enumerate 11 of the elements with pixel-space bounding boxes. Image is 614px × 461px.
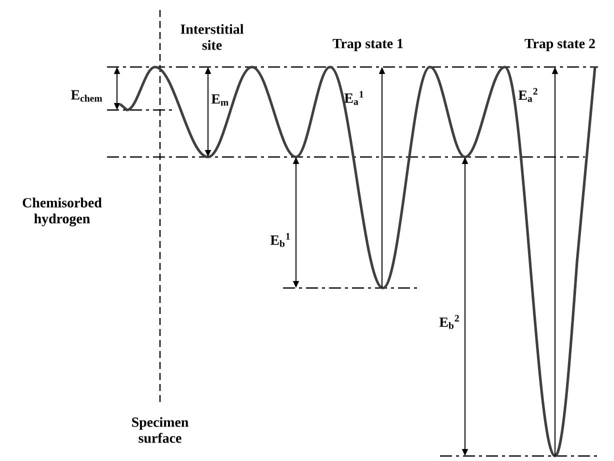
energy-label: E$_{chem}$	[71, 90, 102, 102]
site-label: Interstitial site	[180, 24, 244, 50]
site-label: Trap state 2	[524, 38, 595, 52]
energy-label: E$_{a}$2	[518, 88, 538, 102]
site-label: Trap state 1	[332, 38, 403, 52]
energy-label: E$_{b}$1	[270, 233, 290, 247]
energy-label: E$_{a}$1	[344, 91, 364, 105]
region-label: Chemisorbed hydrogen	[22, 198, 102, 226]
region-label: Specimen surface	[132, 417, 188, 443]
energy-label: E$_{m}$	[211, 94, 230, 106]
energy-label: E$_{b}$2	[439, 315, 459, 329]
